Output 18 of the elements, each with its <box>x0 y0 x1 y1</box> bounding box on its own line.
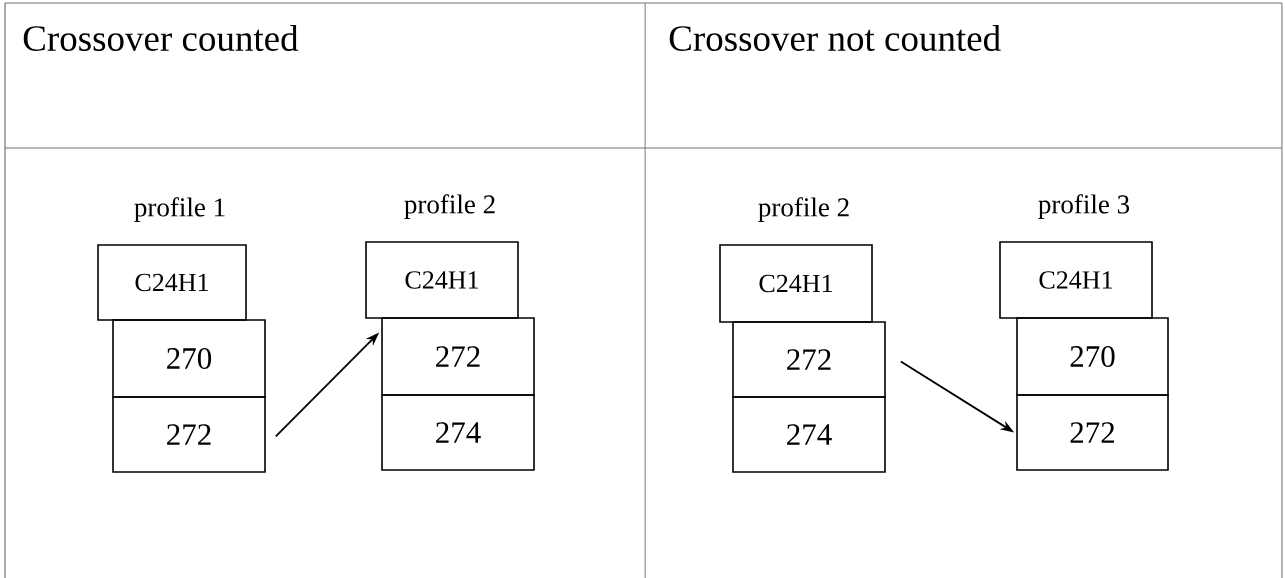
value-box: 270 <box>112 319 266 398</box>
profile-label: profile 1 <box>134 197 225 222</box>
value-box: 274 <box>732 396 886 473</box>
value-box: 274 <box>381 394 535 471</box>
value-box: C24H1 <box>719 244 873 323</box>
value-box: C24H1 <box>365 241 519 319</box>
profile-label: profile 3 <box>1038 194 1130 219</box>
profile-label: profile 2 <box>758 197 849 222</box>
value-box: 272 <box>112 396 266 473</box>
value-box: C24H1 <box>999 241 1153 319</box>
value-box: 272 <box>381 317 535 396</box>
value-box: 272 <box>1016 394 1169 471</box>
value-box: C24H1 <box>97 244 247 321</box>
column-heading: Crossover not counted <box>669 24 1001 51</box>
profile-label: profile 2 <box>404 194 495 219</box>
value-box: 270 <box>1016 317 1169 396</box>
column-heading: Crossover counted <box>23 24 299 51</box>
value-box: 272 <box>732 321 886 398</box>
